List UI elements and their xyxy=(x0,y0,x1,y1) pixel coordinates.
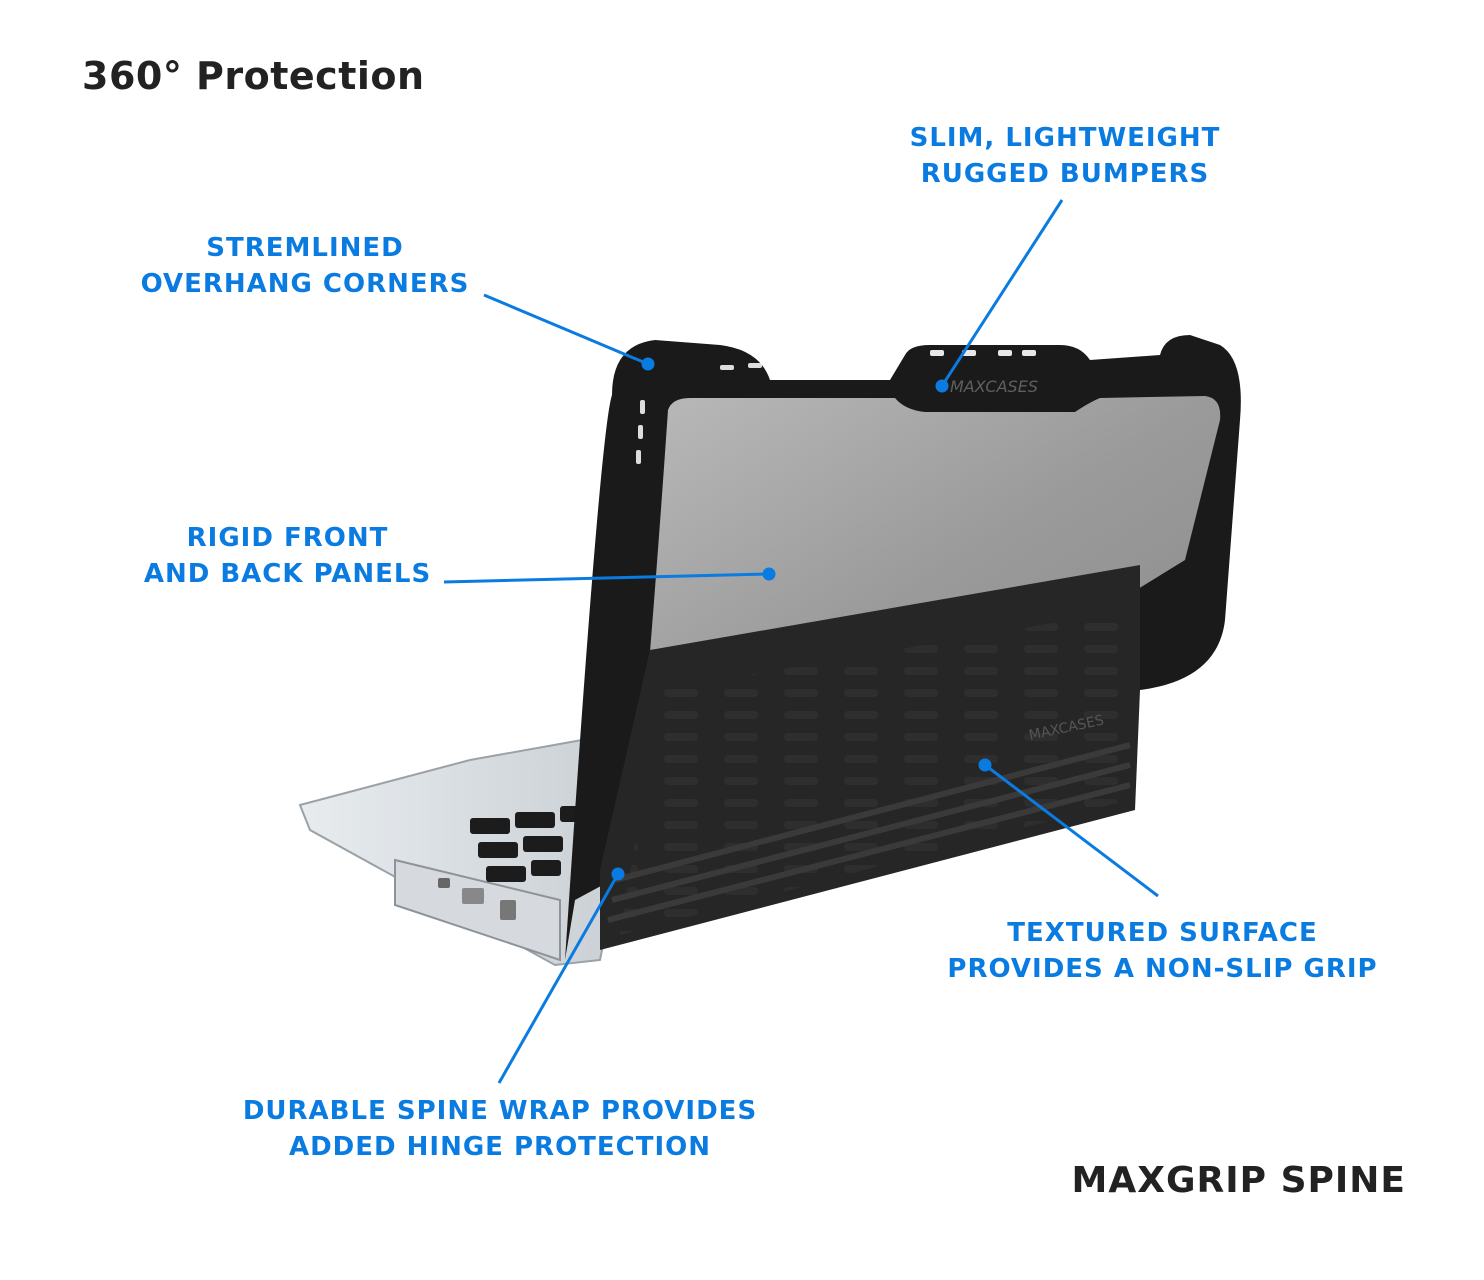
callout-bumpers-line2: RUGGED BUMPERS xyxy=(920,159,1210,189)
callout-corners: STREMLINED OVERHANG CORNERS xyxy=(120,230,490,302)
callout-spine-line1: DURABLE SPINE WRAP PROVIDES xyxy=(242,1096,758,1126)
callout-corners-line2: OVERHANG CORNERS xyxy=(140,269,470,299)
callout-panels: RIGID FRONT AND BACK PANELS xyxy=(125,520,450,592)
callout-bumpers-line1: SLIM, LIGHTWEIGHT xyxy=(909,123,1221,153)
brand-mark-lid: MAXCASES xyxy=(950,377,1038,396)
callout-spine-line2: ADDED HINGE PROTECTION xyxy=(288,1132,712,1162)
maxgrip-spine: MAXCASES xyxy=(600,565,1140,950)
product-name: MAXGRIP SPINE xyxy=(1071,1160,1406,1201)
callout-leaders xyxy=(443,199,1159,1084)
callout-panels-line1: RIGID FRONT xyxy=(186,523,389,553)
rigid-back-panel xyxy=(640,396,1221,770)
callout-panels-line2: AND BACK PANELS xyxy=(143,559,432,589)
page-title: 360° Protection xyxy=(82,54,425,98)
callout-surface-line1: TEXTURED SURFACE xyxy=(1007,918,1318,948)
callout-surface: TEXTURED SURFACE PROVIDES A NON-SLIP GRI… xyxy=(930,915,1395,987)
callout-spine: DURABLE SPINE WRAP PROVIDES ADDED HINGE … xyxy=(220,1093,780,1165)
callout-corners-line1: STREMLINED xyxy=(206,233,404,263)
callout-surface-line2: PROVIDES A NON-SLIP GRIP xyxy=(947,954,1378,984)
laptop-base xyxy=(298,733,642,967)
callout-bumpers: SLIM, LIGHTWEIGHT RUGGED BUMPERS xyxy=(890,120,1240,192)
